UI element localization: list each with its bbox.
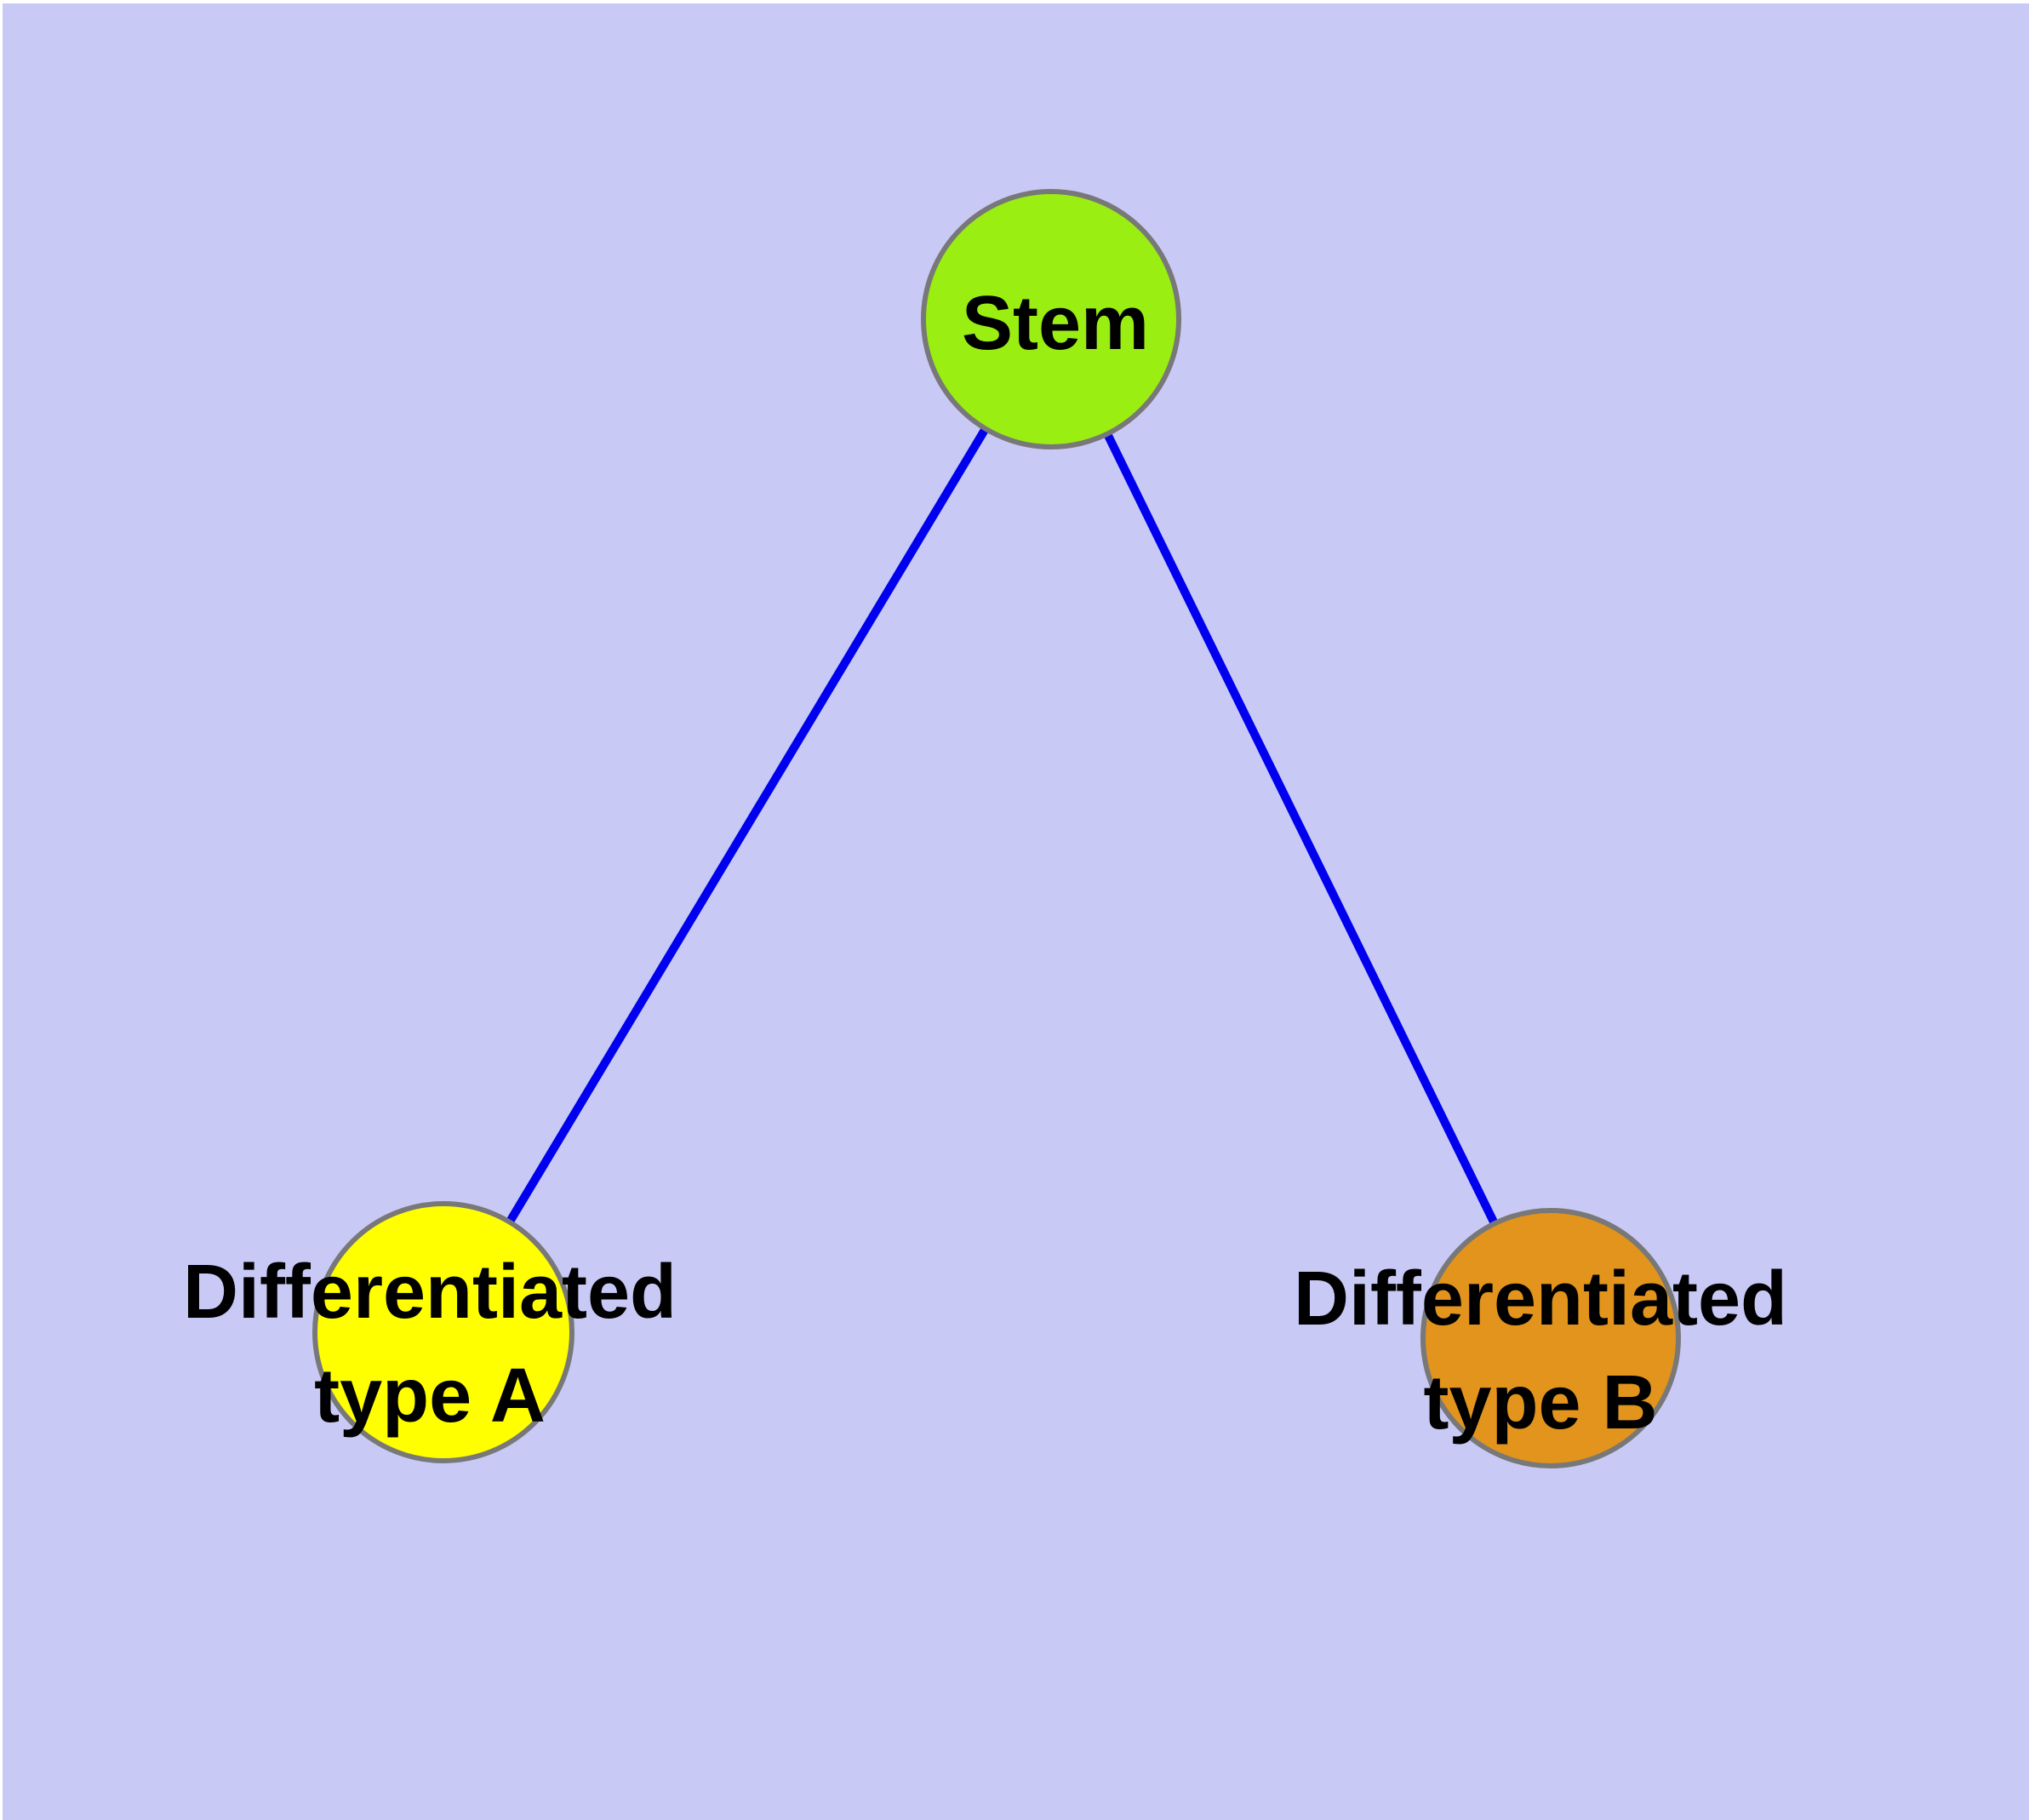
node-type-b-label-line1: Differentiated (1294, 1256, 1787, 1342)
node-type-a-label-line1: Differentiated (183, 1250, 677, 1335)
node-stem-label: Stem (962, 281, 1149, 366)
node-type-a-label-line2: type A (314, 1354, 546, 1439)
node-stem (921, 189, 1181, 449)
edge-stem-to-type-a (439, 317, 1055, 1335)
node-type-b-label-line2: type B (1423, 1360, 1657, 1445)
edge-stem-to-type-b (1047, 317, 1555, 1341)
node-differentiated-type-a (312, 1201, 574, 1463)
node-differentiated-type-b (1420, 1208, 1681, 1468)
